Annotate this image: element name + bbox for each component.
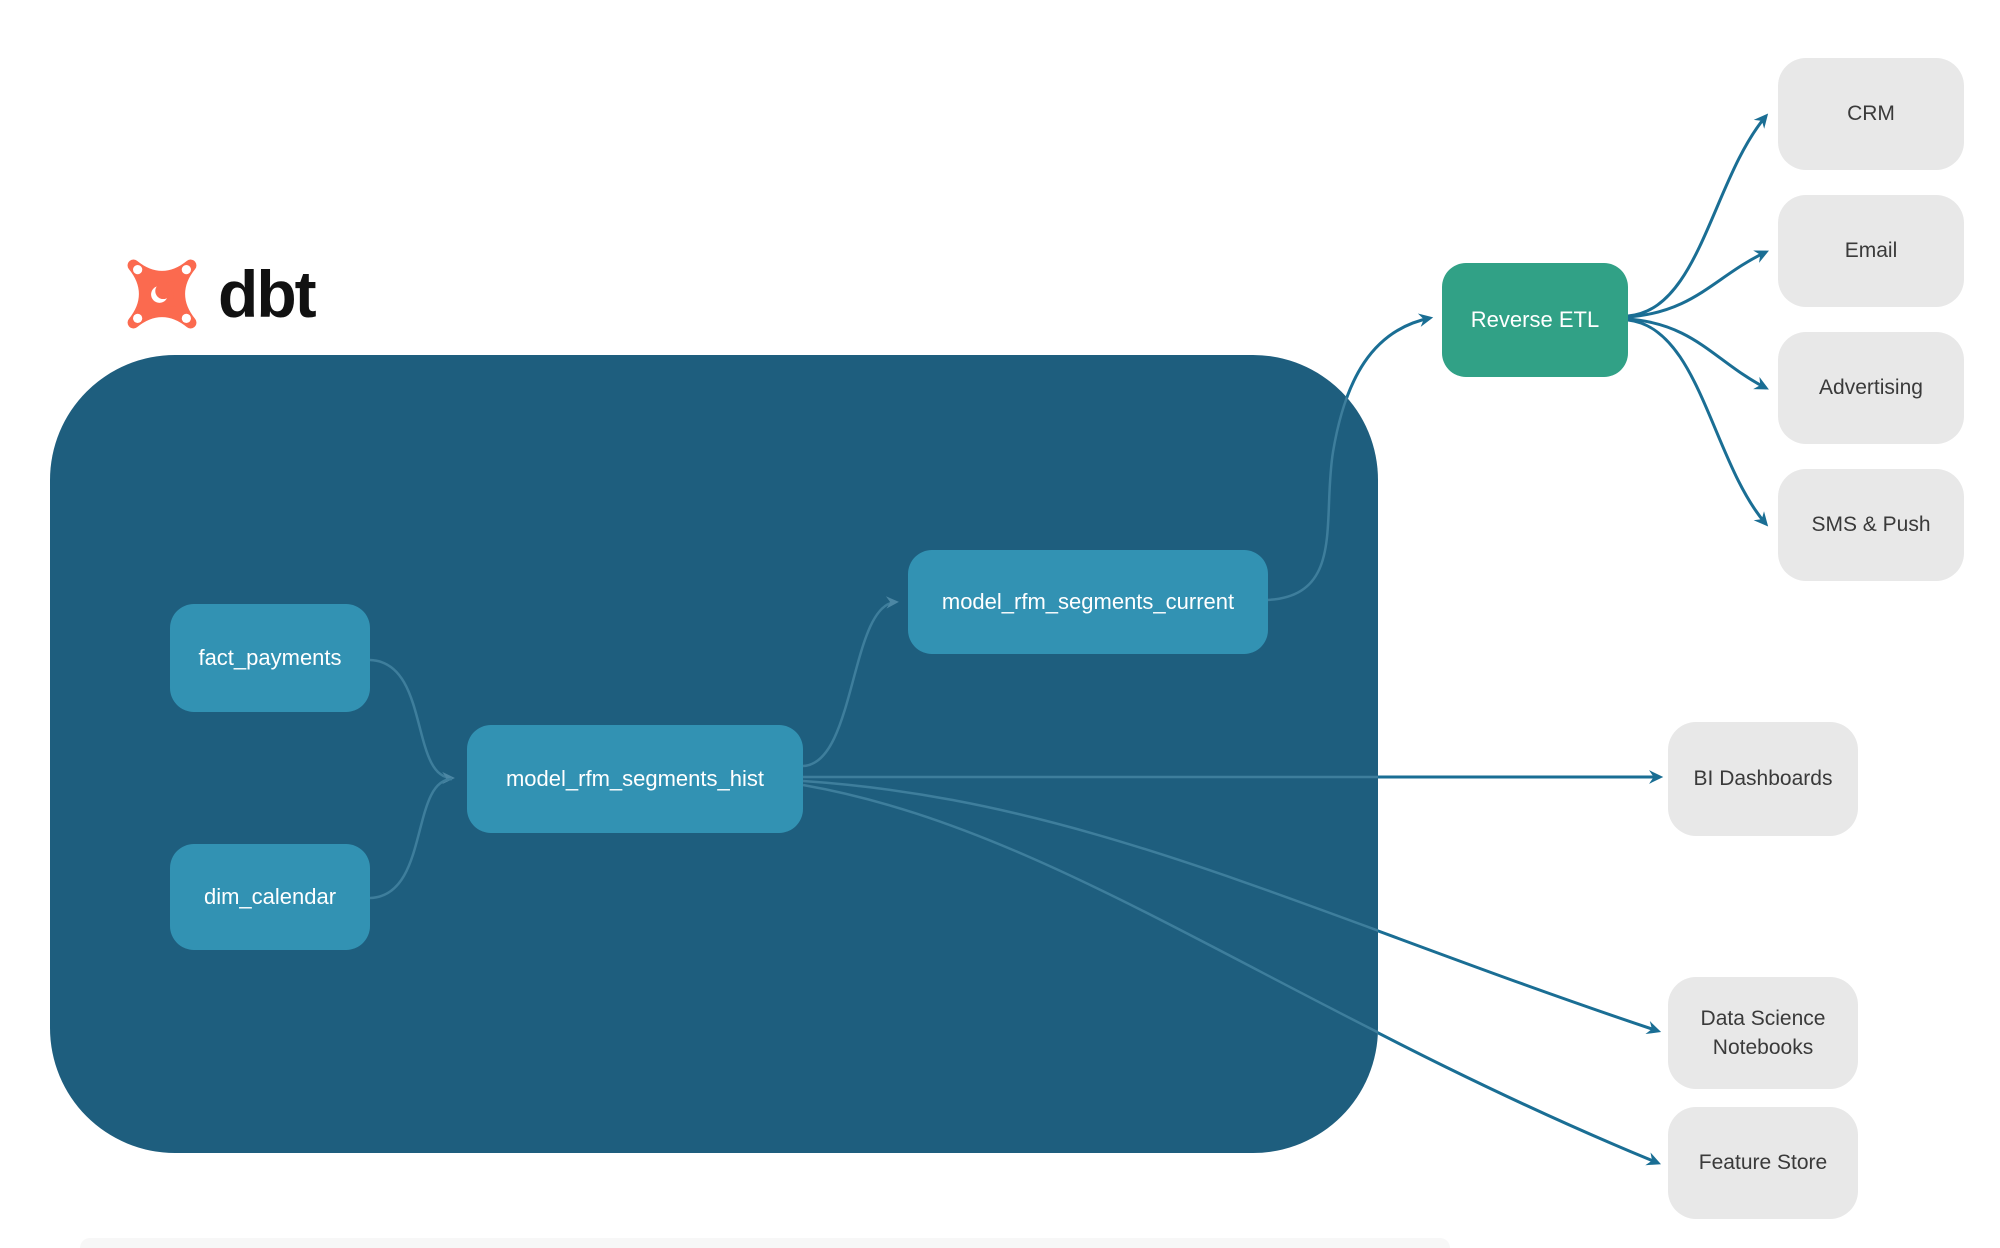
dest-feature-store[interactable]: Feature Store	[1668, 1107, 1858, 1219]
dest-label: Advertising	[1819, 376, 1923, 400]
edge-reverse-etl-to-email	[1627, 250, 1769, 319]
dbt-wordmark: dbt	[218, 257, 317, 331]
dest-sms-push[interactable]: SMS & Push	[1778, 469, 1964, 581]
node-label: model_rfm_segments_hist	[505, 766, 764, 791]
cropped-bottom-element	[80, 1238, 1450, 1248]
dest-label: Data Science Notebooks	[1700, 1006, 1826, 1059]
dest-data-science-notebooks[interactable]: Data Science Notebooks	[1668, 977, 1858, 1089]
dbt-brand: dbt	[120, 252, 317, 336]
dest-bi-dashboards[interactable]: BI Dashboards	[1668, 722, 1858, 836]
node-dim-calendar[interactable]: dim_calendar	[170, 844, 370, 950]
node-label: dim_calendar	[203, 884, 337, 909]
dest-label: Email	[1844, 239, 1898, 263]
edge-reverse-etl-to-crm	[1627, 113, 1769, 318]
node-reverse-etl[interactable]: Reverse ETL	[1442, 263, 1628, 377]
dest-advertising[interactable]: Advertising	[1778, 332, 1964, 444]
node-label: model_rfm_segments_current	[941, 589, 1235, 614]
dbt-logo-icon	[127, 259, 197, 329]
node-label: Reverse ETL	[1470, 307, 1600, 332]
dest-crm[interactable]: CRM	[1778, 58, 1964, 170]
edge-reverse-etl-to-sms-push	[1627, 318, 1769, 527]
node-model-rfm-segments-current[interactable]: model_rfm_segments_current	[908, 550, 1268, 654]
edge-reverse-etl-to-advertising	[1627, 317, 1769, 390]
dest-label: BI Dashboards	[1693, 767, 1833, 791]
node-label: fact_payments	[198, 645, 342, 670]
dest-label: SMS & Push	[1811, 513, 1931, 537]
node-fact-payments[interactable]: fact_payments	[170, 604, 370, 712]
dest-label: Feature Store	[1698, 1151, 1828, 1175]
dest-label: CRM	[1847, 102, 1895, 126]
dest-email[interactable]: Email	[1778, 195, 1964, 307]
node-model-rfm-segments-hist[interactable]: model_rfm_segments_hist	[467, 725, 803, 833]
